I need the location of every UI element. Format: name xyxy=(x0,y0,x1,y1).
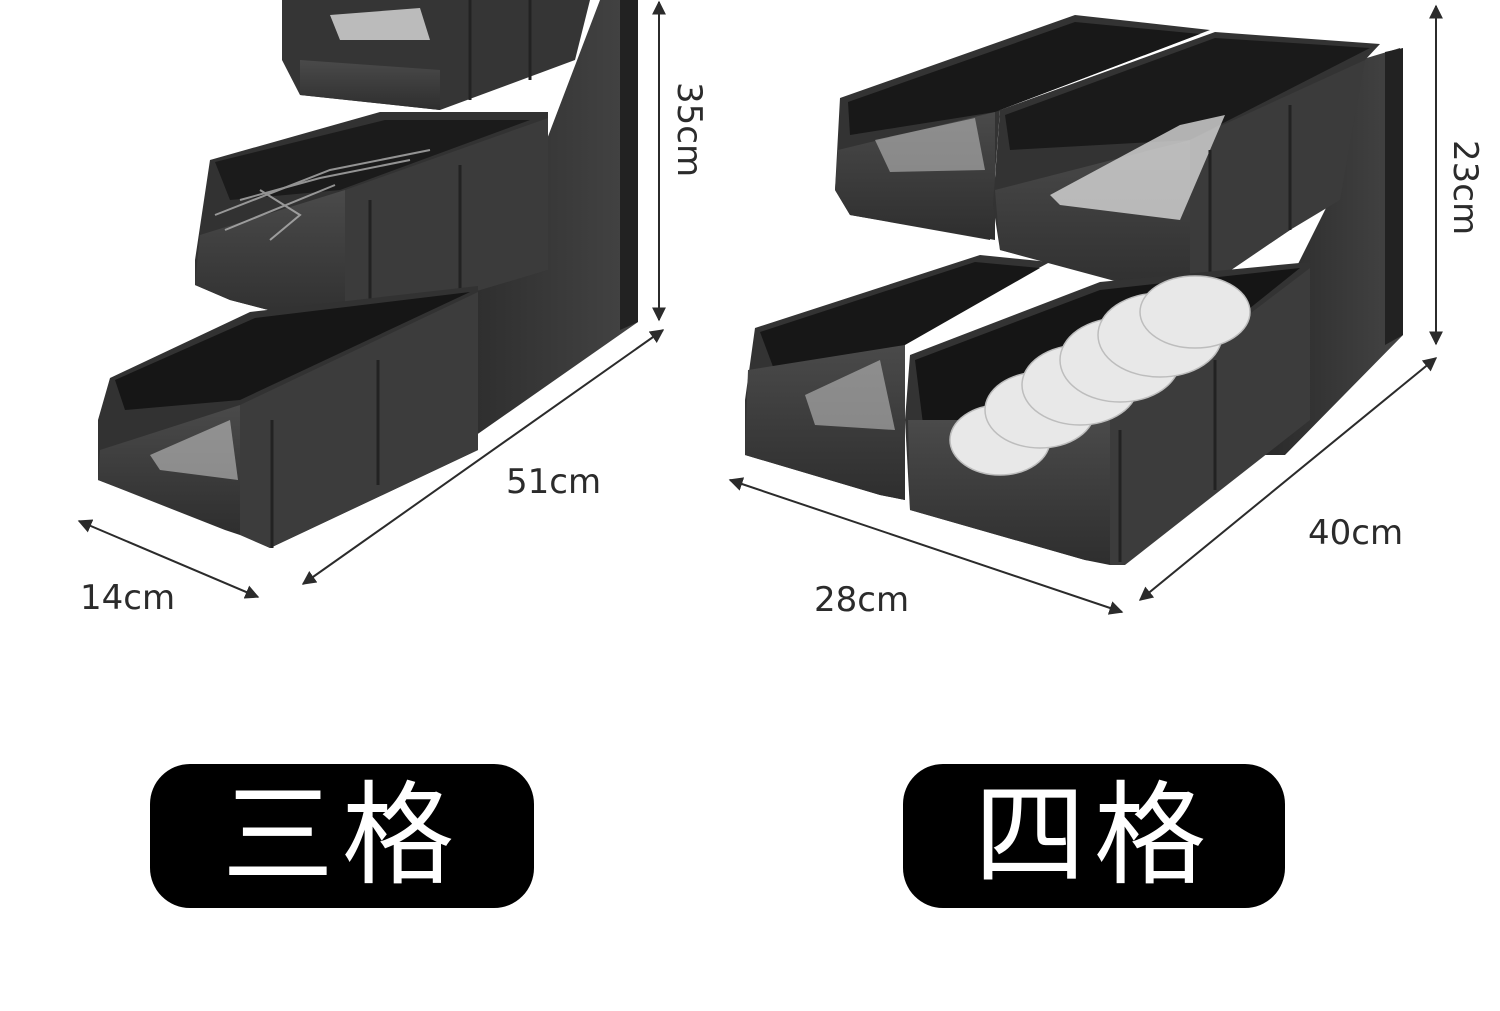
three-tier-label-badge: 三格 xyxy=(150,764,534,908)
dim-line-width-left xyxy=(77,519,260,599)
dim-label-width-left: 14cm xyxy=(80,578,175,618)
four-compartment-organizer: 23cm 40cm 28cm xyxy=(728,4,1485,620)
dim-line-length-left xyxy=(301,329,665,585)
bin-top xyxy=(282,0,590,110)
dim-line-width-right xyxy=(728,477,1124,615)
dim-label-height-right: 23cm xyxy=(1445,140,1485,235)
organizer-frame-edge xyxy=(620,0,638,330)
four-compartment-label-badge: 四格 xyxy=(903,764,1285,908)
three-tier-label: 三格 xyxy=(222,771,462,901)
dim-label-width-right: 28cm xyxy=(814,580,909,620)
dim-line-depth-right xyxy=(1138,357,1438,601)
bin-bottom-left xyxy=(745,255,1050,500)
dim-label-depth-right: 40cm xyxy=(1308,513,1403,553)
four-compartment-label: 四格 xyxy=(974,771,1214,901)
bin-top-left xyxy=(835,15,1210,240)
dim-label-height-left: 35cm xyxy=(669,82,709,177)
bin-bottom xyxy=(98,286,478,548)
three-tier-organizer: 35cm 51cm 14cm xyxy=(77,0,709,618)
plate-stack xyxy=(949,275,1251,476)
dim-label-length-left: 51cm xyxy=(506,462,601,502)
bin-middle xyxy=(195,112,548,330)
bin-top-right xyxy=(993,32,1380,300)
